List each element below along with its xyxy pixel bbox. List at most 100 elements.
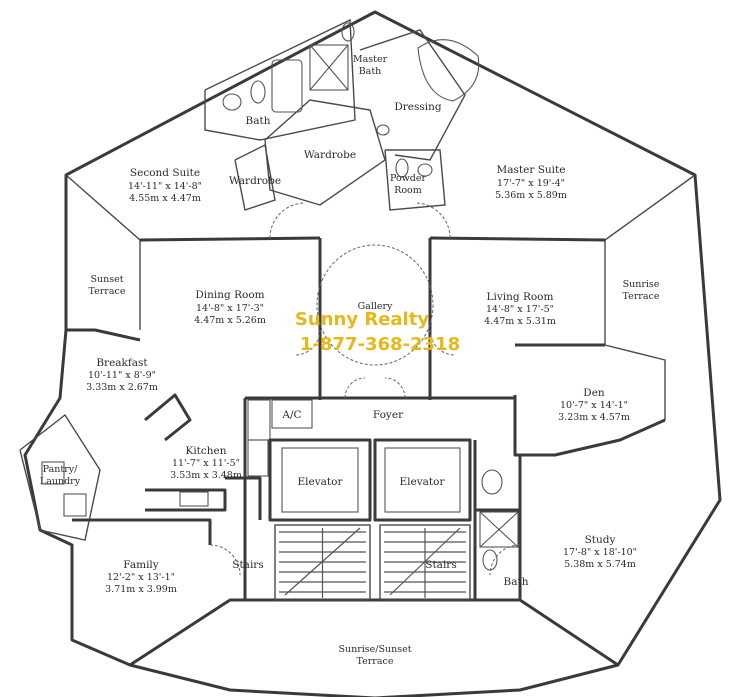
bathtub-upper xyxy=(271,59,303,113)
label-master-suite: Master Suite xyxy=(497,164,566,176)
label-foyer: Foyer xyxy=(373,409,404,421)
range xyxy=(247,439,269,477)
elevator-shafts xyxy=(268,438,472,522)
wall-powder-room xyxy=(384,149,446,211)
label-master-suite-imperial: 17'-7" x 19'-4" xyxy=(497,178,565,189)
exterior-outline xyxy=(23,10,722,697)
wall-den-lower xyxy=(513,395,666,457)
door-swing-study xyxy=(489,544,521,576)
label-living-room: Living Room xyxy=(487,291,554,303)
toilet-powder xyxy=(395,158,409,178)
label-bath-lower: Bath xyxy=(504,576,529,588)
label-master-bath-1: Master xyxy=(353,54,388,65)
label-dressing: Dressing xyxy=(394,101,442,113)
stair-direction-line xyxy=(389,527,461,596)
label-breakfast-imperial: 10'-11" x 8'-9" xyxy=(88,370,156,381)
label-study-metric: 5.38m x 5.74m xyxy=(564,559,636,570)
label-ac: A/C xyxy=(281,409,301,421)
label-pantry-2: Laundry xyxy=(40,476,81,487)
label-sunset-terrace-2: Terrace xyxy=(89,286,126,297)
label-breakfast-metric: 3.33m x 2.67m xyxy=(86,382,158,393)
sink-powder xyxy=(417,163,433,177)
wall-kitchen-counter xyxy=(145,488,227,512)
label-gallery: Gallery xyxy=(358,301,393,312)
ac-unit xyxy=(271,399,313,429)
wall-pantry xyxy=(19,413,101,541)
wall-dressing xyxy=(359,29,466,161)
doors-and-gallery xyxy=(209,202,521,576)
watermark: Sunny Realty 1-877-368-2318 xyxy=(295,309,460,355)
label-den-imperial: 10'-7" x 14'-1" xyxy=(560,400,628,411)
label-master-suite-metric: 5.36m x 5.89m xyxy=(495,190,567,201)
label-powder-room-1: Powder xyxy=(390,173,427,184)
label-powder-room-2: Room xyxy=(394,185,422,196)
label-kitchen: Kitchen xyxy=(185,445,226,457)
watermark-phone: 1-877-368-2318 xyxy=(300,334,460,355)
lower-bath-shower xyxy=(479,511,519,548)
label-den: Den xyxy=(583,387,605,399)
wall-wardrobe-left xyxy=(234,143,276,211)
washer xyxy=(41,461,65,485)
label-kitchen-imperial: 11'-7" x 11'-5" xyxy=(172,458,240,469)
label-dining-room: Dining Room xyxy=(195,289,264,301)
gallery-oval xyxy=(316,244,434,366)
wall-family-top xyxy=(72,518,212,545)
label-sunrise-terrace-2: Terrace xyxy=(623,291,660,302)
label-elevator-right: Elevator xyxy=(400,476,446,488)
label-second-suite-metric: 4.55m x 4.47m xyxy=(129,193,201,204)
label-sunrise-terrace-1: Sunrise xyxy=(623,279,660,290)
fixtures xyxy=(41,22,519,571)
watermark-company-name: Sunny Realty xyxy=(295,309,429,330)
label-second-suite: Second Suite xyxy=(130,167,200,179)
label-sunrise-sunset-1: Sunrise/Sunset xyxy=(338,644,411,655)
toilet-upper xyxy=(250,80,266,104)
toilet-master xyxy=(341,22,355,42)
dryer xyxy=(63,493,87,517)
label-bath-upper: Bath xyxy=(246,115,271,127)
label-elevator-left: Elevator xyxy=(298,476,344,488)
label-family: Family xyxy=(123,559,159,571)
stair-well-left xyxy=(274,524,371,601)
stair-direction-line xyxy=(284,527,361,596)
label-dining-room-metric: 4.47m x 5.26m xyxy=(194,315,266,326)
label-family-metric: 3.71m x 3.99m xyxy=(105,584,177,595)
door-swing-foyer-left xyxy=(344,377,366,399)
label-wardrobe-center: Wardrobe xyxy=(304,149,356,161)
wall-breakfast xyxy=(66,328,141,342)
label-second-suite-imperial: 14'-11" x 14'-8" xyxy=(128,181,202,192)
label-stairs-right: Stairs xyxy=(425,559,456,571)
door-swing-entry-left xyxy=(269,202,306,239)
label-breakfast: Breakfast xyxy=(96,357,148,369)
stairs-treads xyxy=(274,524,471,601)
label-sunrise-sunset-2: Terrace xyxy=(357,656,394,667)
kitchen-sink xyxy=(179,491,209,507)
wall-upper-band-right xyxy=(429,236,606,242)
shower-upper xyxy=(309,44,349,91)
wall-wardrobe-center xyxy=(264,99,386,206)
stair-well-right xyxy=(379,524,471,601)
label-den-metric: 3.23m x 4.57m xyxy=(558,412,630,423)
label-wardrobe-left: Wardrobe xyxy=(229,175,281,187)
label-stairs-left: Stairs xyxy=(232,559,263,571)
refrigerator xyxy=(247,399,271,441)
sink-dressing xyxy=(376,124,390,136)
label-study-imperial: 17'-8" x 18'-10" xyxy=(563,547,637,558)
label-pantry-1: Pantry/ xyxy=(43,464,78,475)
room-labels: Master Bath Dressing Bath Wardrobe Wardr… xyxy=(40,54,660,667)
elevator-shaft-left xyxy=(268,438,372,522)
door-swing-entry-right xyxy=(414,202,451,239)
label-living-room-metric: 4.47m x 5.31m xyxy=(484,316,556,327)
label-dining-room-imperial: 14'-8" x 17'-3" xyxy=(196,303,264,314)
label-study: Study xyxy=(585,534,616,546)
master-tub xyxy=(417,39,480,102)
wall-kitchen-left xyxy=(144,393,192,442)
label-family-imperial: 12'-2" x 13'-1" xyxy=(107,572,175,583)
lower-bath-sink xyxy=(481,469,503,495)
label-master-bath-2: Bath xyxy=(359,66,382,77)
door-swing-foyer-right xyxy=(384,377,406,399)
wall-upper-band xyxy=(139,236,321,242)
label-sunset-terrace-1: Sunset xyxy=(90,274,123,285)
door-swing-family xyxy=(209,544,241,576)
elevator-shaft-right xyxy=(373,438,472,522)
interior-walls xyxy=(19,18,666,667)
